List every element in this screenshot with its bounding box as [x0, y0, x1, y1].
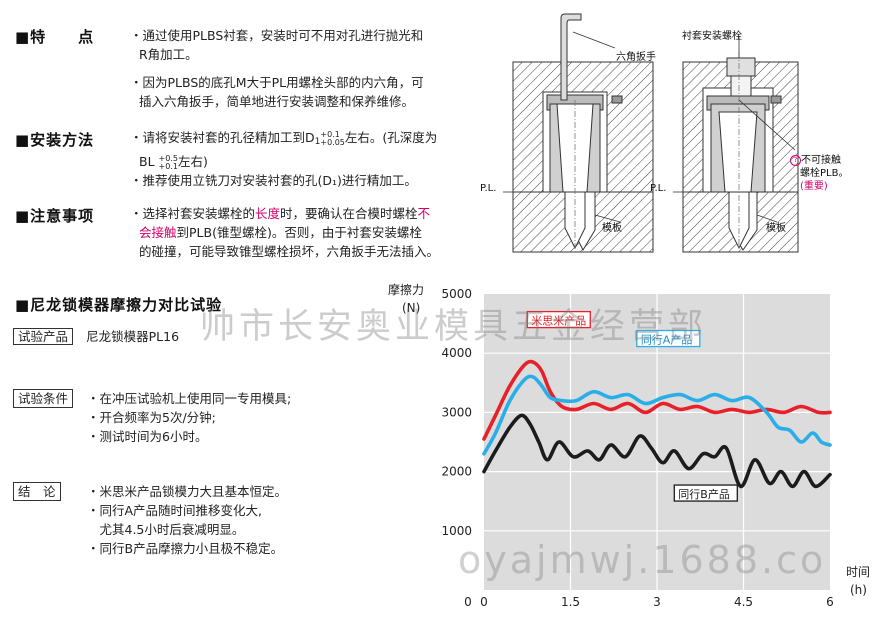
series-misumi-line: [482, 359, 832, 441]
legend-competitor-b-text: 同行B产品: [678, 487, 730, 501]
template-label-left: 模板: [602, 223, 622, 234]
origin-tick-label: 0: [464, 595, 472, 609]
axis-ticks: 0 1.5 3 4.5 6 1000 2000 3000 4000 5000 0: [441, 287, 833, 609]
y-tick-label: 4000: [441, 346, 472, 360]
feature-1-line-2: R角加工。: [139, 47, 198, 62]
caution-bullets: ・选择衬套安装螺栓的长度时，要确认在合模时螺栓不 会接触到PLB(锥型螺栓)。否…: [130, 204, 490, 261]
pl-label-left: P.L.: [480, 183, 497, 194]
legend-competitor-a-box: [636, 329, 701, 348]
conclusion-label: 结 论: [13, 482, 61, 501]
pl-label-right: P.L.: [650, 183, 667, 194]
y-tick-label: 5000: [441, 287, 472, 301]
left-cone-bolt: [564, 191, 586, 250]
test-title: ■尼龙锁模器摩擦力对比试验: [15, 296, 223, 314]
features-bullets: ・通过使用PLBS衬套，安装时可不用对孔进行抛光和 R角加工。 ・因为PLBS的…: [130, 26, 480, 111]
legend-misumi-text: 米思米产品: [531, 314, 586, 328]
no-contact-note: ?不可接触 螺栓PLB。 (重要): [790, 154, 848, 193]
features-title: ■特 点: [15, 28, 95, 46]
conclusion-item: ・同行A产品随时间推移变化大,: [87, 503, 263, 518]
install-1-line-1: ・请将安装衬套的孔径精加工到D1+0.1+0.05左右。(孔深度为: [130, 129, 438, 147]
series-competitor-b-line: [482, 413, 832, 489]
x-axis-unit: (h): [850, 583, 867, 597]
x-tick-label: 3: [653, 595, 661, 609]
test-condition-item: ・测试时间为6小时。: [87, 429, 208, 444]
x-tick-label: 1.5: [561, 595, 580, 609]
test-condition-item: ・开合频率为5次/分钟;: [87, 410, 216, 425]
y-tick-label: 1000: [441, 524, 472, 538]
installation-diagram: [503, 13, 799, 253]
conclusion-list: ・米思米产品锁模力大且基本恒定。 ・同行A产品随时间推移变化大, 尤其4.5小时…: [87, 482, 387, 558]
x-tick-label: 0: [480, 595, 488, 609]
caution-line-1: ・选择衬套安装螺栓的长度时，要确认在合模时螺栓不: [130, 206, 431, 221]
x-axis-label: 时间: [846, 565, 870, 579]
test-condition-item: ・在冲压试验机上使用同一专用模具;: [87, 391, 292, 406]
install-2: ・推荐使用立铣刀对安装衬套的孔(D₁)进行精加工。: [130, 173, 417, 188]
watermark-url: oyajmwj.1688.co: [458, 538, 827, 582]
bushing-bolt-head: [726, 57, 756, 77]
test-product-label: 试验产品: [13, 328, 74, 345]
x-tick-label: 6: [826, 595, 834, 609]
install-title: ■安装方法: [15, 131, 95, 149]
template-label-right: 模板: [766, 223, 786, 234]
test-product: 试验产品 尼龙锁模器PL16: [13, 326, 179, 346]
y-axis-label: 摩擦力: [388, 282, 424, 297]
y-axis-unit: (N): [402, 301, 420, 315]
feature-2-line-2: 插入六角扳手，简单地进行安装调整和保养维修。: [139, 94, 415, 109]
feature-2-line-1: ・因为PLBS的底孔M大于PL用螺栓头部的内六角，可: [130, 75, 424, 90]
series-competitor-a-line: [482, 374, 832, 456]
legend-misumi-box: [526, 310, 591, 329]
install-1-line-2: BL +0.5+0.1左右): [139, 153, 208, 171]
caution-line-2: 会接触到PLB(锥型螺栓)。否则，由于衬套安装螺栓: [139, 225, 422, 240]
series-lines: [482, 359, 832, 489]
conclusion-item: ・同行B产品摩擦力小且极不稳定。: [87, 541, 284, 556]
conclusion-item: ・米思米产品锁模力大且基本恒定。: [87, 484, 288, 499]
test-product-value: 尼龙锁模器PL16: [86, 329, 180, 344]
y-tick-label: 3000: [441, 405, 472, 419]
hex-wrench-icon: [560, 13, 582, 101]
legend-competitor-a-text: 同行A产品: [641, 333, 693, 347]
right-diagram: [682, 36, 799, 253]
friction-chart: 0 1.5 3 4.5 6 1000 2000 3000 4000 5000 0 摩擦力 (N) 时…: [388, 282, 870, 609]
bushing-bolt-label: 衬套安装螺栓: [682, 31, 742, 42]
caution-title: ■注意事项: [15, 207, 95, 225]
hex-wrench-label: 六角扳手: [616, 52, 656, 63]
y-tick-label: 2000: [441, 465, 472, 479]
feature-1-line-1: ・通过使用PLBS衬套，安装时可不用对孔进行抛光和: [130, 28, 424, 43]
watermark-text: 帅市长安奥业模具五金经营部: [200, 307, 708, 347]
conclusion-item: 尤其4.5小时后衰减明显。: [87, 522, 245, 537]
left-diagram: [512, 13, 654, 253]
test-condition-label: 试验条件: [13, 389, 74, 408]
test-condition-list: ・在冲压试验机上使用同一专用模具; ・开合频率为5次/分钟; ・测试时间为6小时…: [87, 389, 387, 446]
warning-icon: ?: [790, 154, 801, 166]
x-tick-label: 4.5: [734, 595, 753, 609]
legend-competitor-b-box: [673, 484, 738, 502]
caution-line-3: 的碰撞，可能导致锥型螺栓损坏，六角扳手无法插入。: [139, 244, 440, 259]
install-bullets: ・请将安装衬套的孔径精加工到D1+0.1+0.05左右。(孔深度为 BL +0.…: [130, 128, 490, 190]
